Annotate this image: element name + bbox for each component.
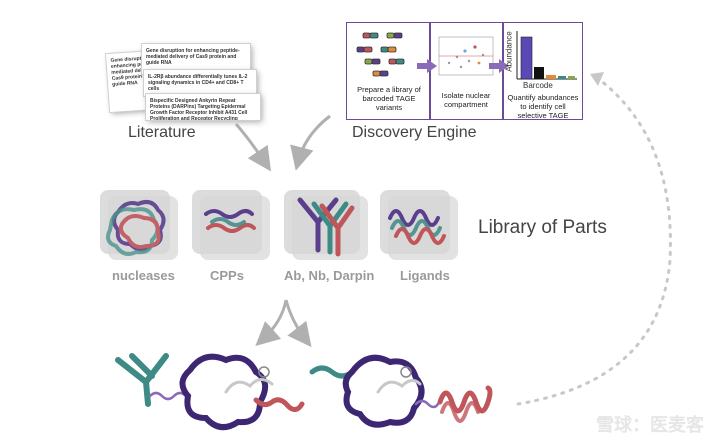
paper-middle-title: IL-2Rβ abundance differentially tunes IL…: [148, 74, 248, 92]
paper-top: Gene disruption for enhancing peptide-me…: [142, 44, 250, 74]
watermark: 雪球：医麦客: [596, 415, 704, 435]
step-1-text: Prepare a library of barcoded TAGE varia…: [357, 85, 421, 112]
ligand-icon: [388, 209, 446, 245]
barcoded-variants-icon: [356, 32, 405, 77]
discovery-engine-panel: Prepare a library of barcoded TAGE varia…: [346, 22, 583, 120]
antibody-icon: [297, 197, 355, 257]
step-3-text: Quantify abundances to identify cell sel…: [507, 93, 579, 120]
cpp-icon: [204, 209, 256, 233]
nuclease-icon: [106, 200, 166, 256]
literature-label: Literature: [128, 124, 196, 141]
library-of-parts-label: Library of Parts: [478, 217, 607, 238]
arrow-split-left-icon: [255, 299, 288, 347]
category-nucleases: nucleases: [112, 268, 175, 283]
construct-ligand-icon: [309, 354, 493, 428]
arrow-literature-icon: [234, 123, 271, 172]
construct-antibody-icon: [115, 353, 305, 431]
paper-middle: IL-2Rβ abundance differentially tunes IL…: [144, 70, 256, 96]
nuclear-scatter-icon: [438, 36, 494, 76]
barcode-axis-label: Barcode: [523, 81, 553, 90]
abundance-bar-icon: [516, 31, 577, 80]
arrow-split-right-icon: [284, 299, 312, 348]
feedback-dotted-arrow-icon: [516, 78, 672, 406]
paper-front-title: Bispecific Designed Ankyrin Repeat Prote…: [150, 98, 248, 120]
arrow-right-icon: [489, 59, 509, 73]
category-ligands: Ligands: [400, 268, 450, 283]
discovery-engine-label: Discovery Engine: [352, 124, 477, 141]
arrow-engine-icon: [290, 114, 331, 171]
category-antibodies: Ab, Nb, Darpin: [284, 268, 375, 283]
arrow-right-icon: [417, 59, 437, 73]
step-2-text: Isolate nuclear compartment: [441, 91, 491, 109]
tile-antibodies: [284, 190, 368, 260]
divider: [502, 23, 504, 119]
literature-stack: Gene disruption for enhancing peptide-me…: [106, 44, 263, 120]
category-cpps: CPPs: [210, 268, 244, 283]
paper-front: Bispecific Designed Ankyrin Repeat Prote…: [146, 94, 260, 120]
paper-top-title: Gene disruption for enhancing peptide-me…: [146, 48, 240, 66]
feedback-arrowhead-icon: [590, 72, 604, 86]
